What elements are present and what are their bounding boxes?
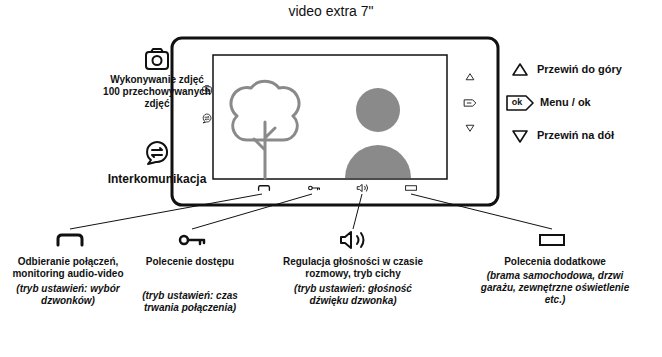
device-buttons bbox=[203, 74, 476, 192]
title: video extra 7" bbox=[0, 3, 662, 20]
function-label: Polecenie dostępu bbox=[125, 256, 255, 268]
function-label: Polecenia dodatkowe bbox=[478, 256, 633, 268]
screen bbox=[213, 55, 447, 179]
function-label: Odbieranie połączeń, monitoring audio-vi… bbox=[3, 256, 133, 280]
function-label: Przewiń na dół bbox=[537, 129, 614, 142]
monitor-housing bbox=[172, 38, 498, 205]
button-glyph-text: ok bbox=[505, 97, 529, 108]
settings-note: (tryb ustawień: czas trwania połączenia) bbox=[125, 290, 255, 314]
function-label: Wykonywanie zdjęć 100 przechowywanych zd… bbox=[101, 74, 213, 110]
person-figure bbox=[345, 88, 411, 178]
function-label: Przewiń do góry bbox=[537, 63, 622, 76]
function-icons bbox=[58, 49, 564, 248]
settings-note: (tryb ustawień: wybór dzwonków) bbox=[8, 283, 128, 307]
function-label: Interkomunikacja bbox=[97, 172, 217, 186]
settings-note: (brama samochodowa, drzwi garażu, zewnęt… bbox=[478, 270, 633, 306]
settings-note: (tryb ustawień: głośność dźwięku dzwonka… bbox=[281, 283, 426, 307]
function-label: Regulacja głośności w czasie rozmowy, tr… bbox=[281, 256, 426, 280]
function-label: Menu / ok bbox=[540, 96, 591, 109]
leader-lines bbox=[70, 194, 552, 229]
tree-figure bbox=[231, 81, 299, 178]
